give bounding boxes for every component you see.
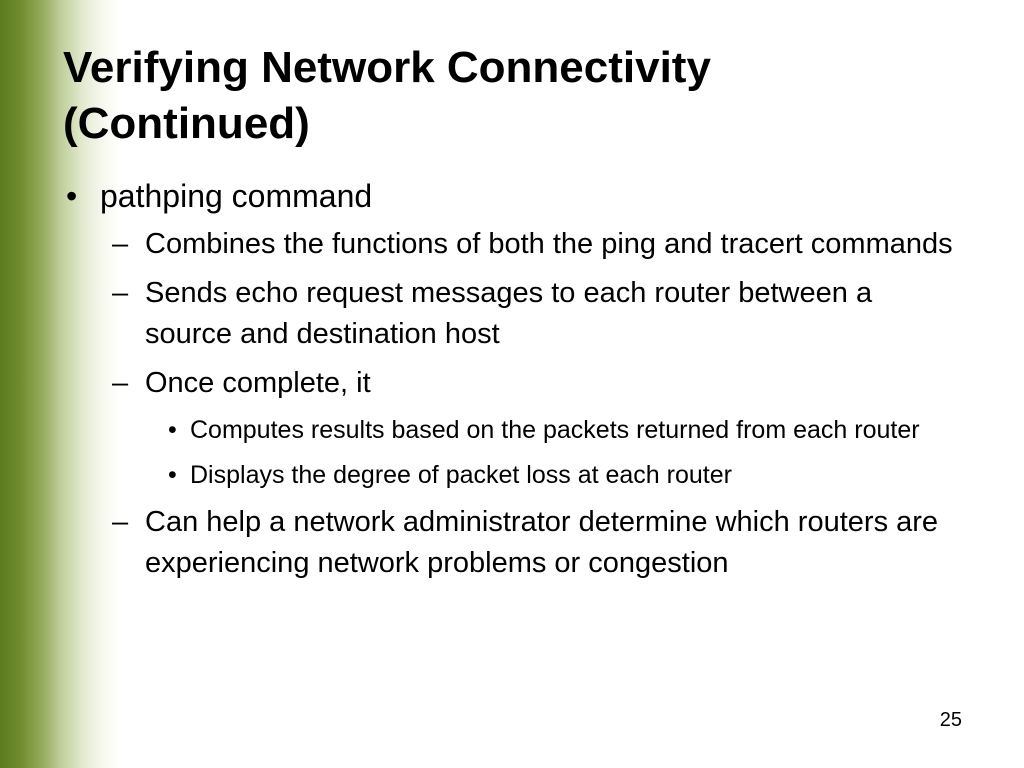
slide-body: • pathping command – Combines the functi… — [63, 176, 963, 592]
bullet-marker: • — [66, 178, 78, 214]
dash-marker: – — [112, 228, 129, 260]
small-bullet-marker: • — [168, 461, 177, 489]
green-gradient-band — [0, 0, 120, 768]
page-number: 25 — [939, 709, 962, 731]
sub-bullet-sends: – Sends echo request messages to each ro… — [108, 273, 963, 355]
sub-bullet-combines: – Combines the functions of both the pin… — [108, 224, 963, 265]
slide-title: Verifying Network Connectivity (Continue… — [63, 40, 963, 152]
sub-bullet-can-help: – Can help a network administrator deter… — [108, 502, 963, 584]
sub-bullet-text: Can help a network administrator determi… — [145, 506, 939, 579]
bullet-text: pathping command — [100, 178, 373, 214]
small-bullet-marker: • — [168, 416, 177, 444]
slide-title-line-1: Verifying Network Connectivity — [63, 43, 711, 92]
sub-bullet-text: Sends echo request messages to each rout… — [145, 277, 873, 350]
dash-marker: – — [112, 367, 129, 399]
dash-marker: – — [112, 277, 129, 309]
sub-bullet-text: Once complete, it — [145, 367, 371, 399]
sub-bullet-once: – Once complete, it — [108, 363, 963, 404]
sub-sub-bullet-text: Computes results based on the packets re… — [190, 416, 920, 444]
bullet-pathping: • pathping command — [63, 176, 963, 216]
sub-bullet-text: Combines the functions of both the ping … — [145, 228, 953, 260]
slide-title-line-2: (Continued) — [63, 99, 310, 148]
sub-sub-bullet-text: Displays the degree of packet loss at ea… — [190, 461, 732, 489]
sub-sub-bullet-computes: • Computes results based on the packets … — [163, 412, 963, 449]
dash-marker: – — [112, 506, 129, 538]
sub-sub-bullet-displays: • Displays the degree of packet loss at … — [163, 457, 963, 494]
